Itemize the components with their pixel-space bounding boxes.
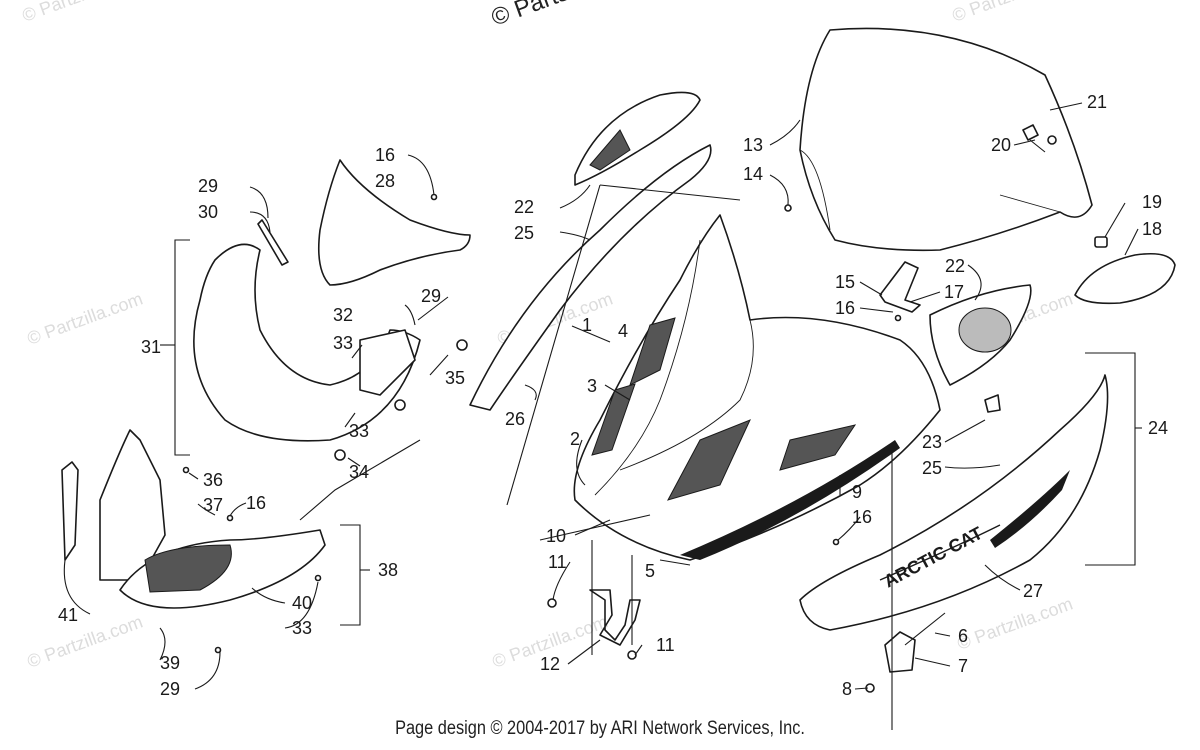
mount-block bbox=[884, 631, 916, 673]
callout-label: 41 bbox=[58, 605, 78, 625]
hood-vent-right bbox=[779, 424, 857, 471]
hood-vent-center bbox=[667, 419, 751, 501]
dash-panel bbox=[193, 243, 421, 442]
callout-label: 15 bbox=[835, 272, 855, 292]
callout-label: 25 bbox=[922, 458, 942, 478]
dash-trim bbox=[359, 329, 416, 396]
callout-label: 26 bbox=[505, 409, 525, 429]
callout-label: 29 bbox=[160, 679, 180, 699]
footer-copyright: Page design © 2004-2017 by ARI Network S… bbox=[395, 718, 805, 739]
windshield bbox=[799, 27, 1093, 252]
callout-label: 22 bbox=[514, 197, 534, 217]
callout-label: 24 bbox=[1148, 418, 1168, 438]
callout-label: 17 bbox=[944, 282, 964, 302]
callout-label: 13 bbox=[743, 135, 763, 155]
upper-dash-cover bbox=[317, 159, 471, 286]
callout-label: 20 bbox=[991, 135, 1011, 155]
callout-label: 33 bbox=[292, 618, 312, 638]
callout-label: 16 bbox=[246, 493, 266, 513]
watermark-top: © Parts bbox=[488, 0, 573, 32]
callout-label: 33 bbox=[349, 421, 369, 441]
callout-label: 36 bbox=[203, 470, 223, 490]
side-strip bbox=[61, 461, 79, 561]
callout-labels: 1 2 3 4 5 6 7 8 9 10 11 11 12 13 14 15 1… bbox=[58, 92, 1168, 699]
callout-label: 18 bbox=[1142, 219, 1162, 239]
watermark: © Partzilla.com bbox=[25, 288, 146, 348]
callout-label: 9 bbox=[852, 482, 862, 502]
hood-bracket bbox=[589, 589, 641, 646]
callout-label: 12 bbox=[540, 654, 560, 674]
callout-label: 16 bbox=[375, 145, 395, 165]
leader-lines bbox=[63, 102, 1142, 730]
watermark: © Partzilla.com bbox=[25, 611, 146, 671]
callout-label: 16 bbox=[835, 298, 855, 318]
callout-label: 28 bbox=[375, 171, 395, 191]
callout-label: 21 bbox=[1087, 92, 1107, 112]
callout-label: 38 bbox=[378, 560, 398, 580]
callout-label: 2 bbox=[570, 429, 580, 449]
callout-label: 29 bbox=[198, 176, 218, 196]
hood-vent-lower bbox=[591, 383, 636, 456]
windshield-screw bbox=[1022, 124, 1039, 141]
mirror bbox=[1074, 252, 1176, 305]
lower-grille bbox=[144, 544, 232, 593]
callout-label: 19 bbox=[1142, 192, 1162, 212]
callout-label: 3 bbox=[587, 376, 597, 396]
watermark: © Partzilla.com bbox=[950, 0, 1071, 26]
callout-label: 23 bbox=[922, 432, 942, 452]
callout-label: 16 bbox=[852, 507, 872, 527]
callout-label: 4 bbox=[618, 321, 628, 341]
callout-label: 11 bbox=[656, 635, 675, 655]
callout-label: 5 bbox=[645, 561, 655, 581]
callout-label: 10 bbox=[546, 526, 566, 546]
hood-stripe bbox=[680, 440, 900, 560]
callout-label: 6 bbox=[958, 626, 968, 646]
callout-label: 1 bbox=[582, 315, 592, 335]
callout-label: 35 bbox=[445, 368, 465, 388]
callout-label: 40 bbox=[292, 593, 312, 613]
callout-label: 33 bbox=[333, 333, 353, 353]
lower-panel-left bbox=[99, 429, 166, 581]
bracket bbox=[879, 261, 921, 313]
part-drawings: ARCTIC CAT bbox=[61, 27, 1176, 693]
side-rail bbox=[469, 144, 712, 411]
callout-label: 22 bbox=[945, 256, 965, 276]
watermark: © Partzilla.com bbox=[20, 0, 141, 26]
callout-label: 27 bbox=[1023, 581, 1043, 601]
callout-label: 30 bbox=[198, 202, 218, 222]
callout-label: 25 bbox=[514, 223, 534, 243]
callout-label: 8 bbox=[842, 679, 852, 699]
callout-label: 32 bbox=[333, 305, 353, 325]
callout-label: 11 bbox=[548, 552, 567, 572]
callout-label: 14 bbox=[743, 164, 763, 184]
callout-label: 34 bbox=[349, 462, 369, 482]
callout-label: 7 bbox=[958, 656, 968, 676]
callout-label: 39 bbox=[160, 653, 180, 673]
hood-vent-upper bbox=[629, 317, 676, 386]
callout-label: 29 bbox=[421, 286, 441, 306]
callout-label: 37 bbox=[203, 495, 223, 515]
watermark: © Partzilla.com bbox=[955, 593, 1076, 653]
callout-label: 31 bbox=[141, 337, 161, 357]
